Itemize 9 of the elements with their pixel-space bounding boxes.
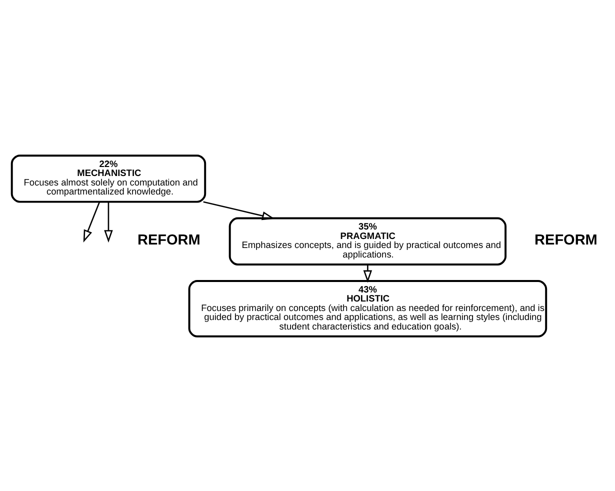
arrow xyxy=(83,201,100,242)
label: REFORM xyxy=(534,232,598,248)
arrow xyxy=(363,264,372,282)
label: REFORM xyxy=(137,232,200,248)
node-box: 22% MECHANISTIC Focuses almost solely on computation and compartmentalized knowledge. xyxy=(10,154,206,202)
arrow xyxy=(104,201,113,242)
node-box: 35% PRAGMATIC Emphasizes concepts, and is guided by practical outcomes and applications. xyxy=(228,216,507,265)
arrow xyxy=(203,200,275,220)
node-box: 43% HOLISTIC Focuses primarily on concepts (with calculation as needed for reinforcement), and is guided by practical outcomes and applications, as well as learning styles (including student characteristics and education goals). xyxy=(188,279,548,337)
